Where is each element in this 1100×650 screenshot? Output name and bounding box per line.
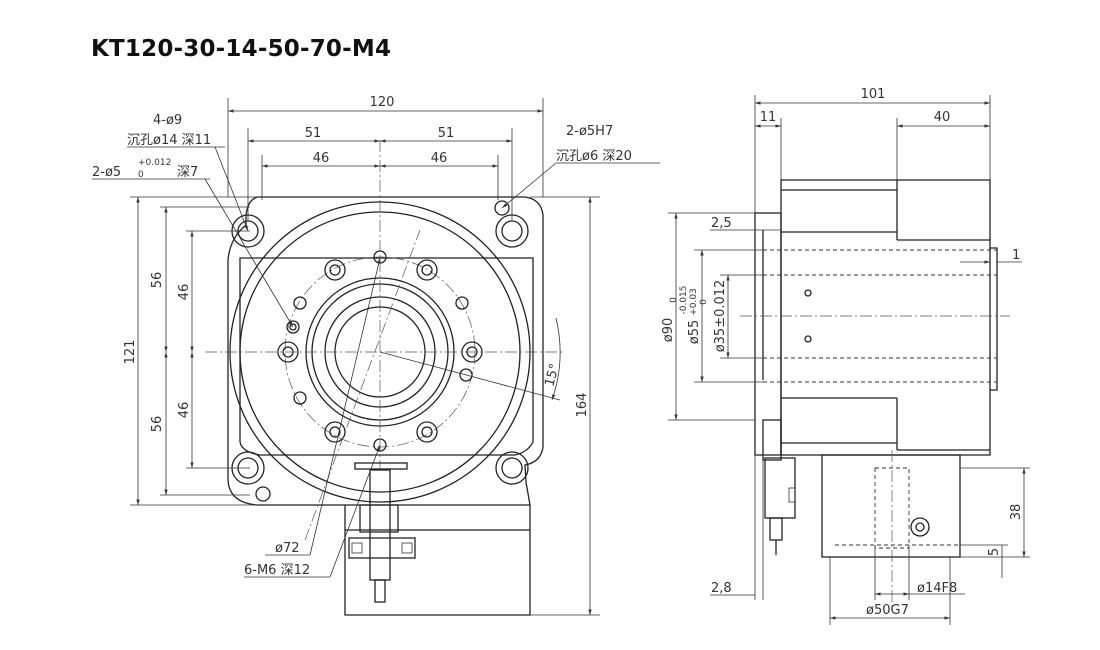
dim-d50: ø50G7 — [866, 603, 909, 618]
label-counterbore-14: 沉孔ø14 深11 — [127, 133, 211, 148]
dim-2-8: 2,8 — [711, 581, 732, 596]
side-view: 101 11 40 ø90 0 -0.01 — [661, 87, 1030, 625]
dim-d55-tol-upper: +0.03 — [689, 288, 699, 316]
dim-121: 121 — [123, 340, 138, 365]
dim-d55-tol-lower: 0 — [699, 299, 709, 305]
dim-46-left: 46 — [313, 151, 330, 166]
dim-38: 38 — [1009, 504, 1024, 521]
label-pcd72: ø72 — [275, 541, 300, 556]
side-body — [780, 179, 998, 456]
label-pin-h7: 2-ø5H7 — [566, 124, 613, 139]
dim-40: 40 — [934, 110, 951, 125]
dim-164: 164 — [575, 393, 590, 418]
label-tapped-holes: 6-M6 深12 — [244, 563, 310, 578]
pin-hole-bottom — [255, 486, 271, 502]
dim-51-right: 51 — [438, 126, 455, 141]
dim-d55: ø55 — [687, 320, 702, 345]
dim-d90-tol-upper: 0 — [669, 297, 679, 303]
dim-46-bottom: 46 — [177, 402, 192, 419]
side-motor — [821, 454, 961, 558]
dim-d35: ø35±0.012 — [713, 280, 728, 353]
dim-2-5: 2,5 — [711, 216, 732, 231]
front-view: 120 51 51 46 46 121 56 56 46 46 — [92, 95, 660, 616]
drawing-title: KT120-30-14-50-70-M4 — [91, 36, 392, 62]
sensor-bracket — [348, 537, 416, 559]
corner-hole-br-outer — [495, 451, 529, 485]
sensor-plate — [354, 462, 408, 470]
front-inner-square — [239, 257, 534, 456]
label-pin-holes: 2-ø5 — [92, 165, 121, 180]
label-pin-tol-upper: +0.012 — [138, 158, 171, 168]
dim-46-right: 46 — [431, 151, 448, 166]
pin-hole-top — [494, 200, 510, 216]
dim-51-left: 51 — [305, 126, 322, 141]
dim-56-top: 56 — [150, 272, 165, 289]
label-pin-depth: 深7 — [177, 165, 198, 180]
dim-5: 5 — [987, 548, 1002, 556]
corner-hole-tr — [501, 220, 523, 242]
motor-shaft-end — [910, 517, 930, 537]
dim-46-top: 46 — [177, 284, 192, 301]
dim-11: 11 — [760, 110, 777, 125]
dim-d90-tol-lower: -0.015 — [679, 285, 689, 314]
corner-hole-br — [501, 457, 523, 479]
side-flange — [754, 212, 782, 456]
dim-120: 120 — [370, 95, 395, 110]
label-counterbore-6: 沉孔ø6 深20 — [556, 149, 632, 164]
dim-56-bottom: 56 — [150, 416, 165, 433]
dim-d14: ø14F8 — [917, 581, 957, 596]
motor-housing — [344, 505, 531, 616]
dim-d90: ø90 — [661, 318, 676, 343]
dim-101: 101 — [861, 87, 886, 102]
label-pin-tol-lower: 0 — [138, 170, 144, 180]
dim-1: 1 — [1012, 248, 1020, 263]
angle-15: 15° — [542, 362, 562, 388]
label-4-holes: 4-ø9 — [153, 113, 182, 128]
sensor-stem — [369, 469, 391, 581]
